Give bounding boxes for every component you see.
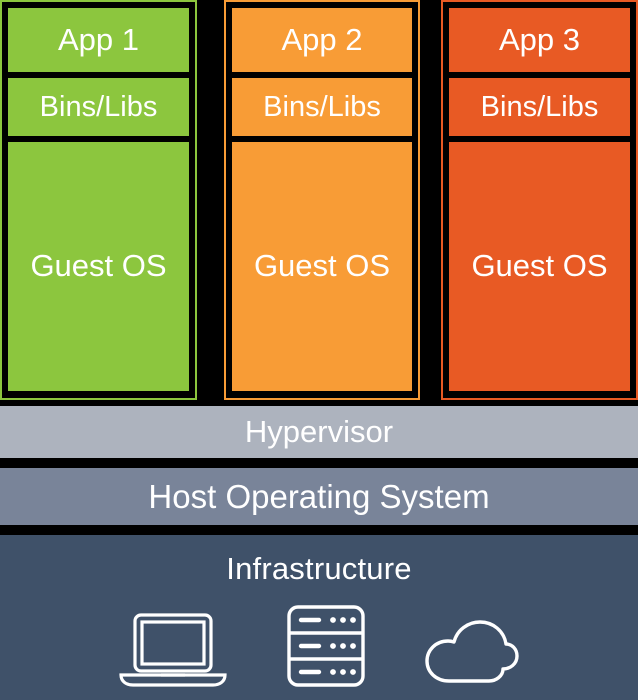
- vm-column-2: App 2 Bins/Libs Guest OS: [224, 0, 420, 400]
- vm-column-1: App 1 Bins/Libs Guest OS: [0, 0, 197, 400]
- bins-libs-block-2: Bins/Libs: [232, 78, 412, 136]
- cloud-icon: [423, 617, 521, 689]
- infrastructure-layer: Infrastructure: [0, 535, 638, 700]
- vm-column-3: App 3 Bins/Libs Guest OS: [441, 0, 638, 400]
- infrastructure-label: Infrastructure: [226, 551, 412, 586]
- app-block-2: App 2: [232, 8, 412, 72]
- guest-os-block-3: Guest OS: [449, 142, 630, 391]
- laptop-icon: [117, 609, 229, 689]
- app-block-3: App 3: [449, 8, 630, 72]
- bins-libs-block-1: Bins/Libs: [8, 78, 189, 136]
- hypervisor-label: Hypervisor: [244, 414, 394, 449]
- guest-os-block-1: Guest OS: [8, 142, 189, 391]
- hypervisor-layer: Hypervisor: [0, 406, 638, 458]
- bins-libs-block-3: Bins/Libs: [449, 78, 630, 136]
- guest-os-block-2: Guest OS: [232, 142, 412, 391]
- host-os-label: Host Operating System: [148, 477, 490, 515]
- server-icon: [285, 603, 367, 689]
- host-os-layer: Host Operating System: [0, 468, 638, 525]
- app-block-1: App 1: [8, 8, 189, 72]
- infrastructure-icon-row: [117, 603, 521, 689]
